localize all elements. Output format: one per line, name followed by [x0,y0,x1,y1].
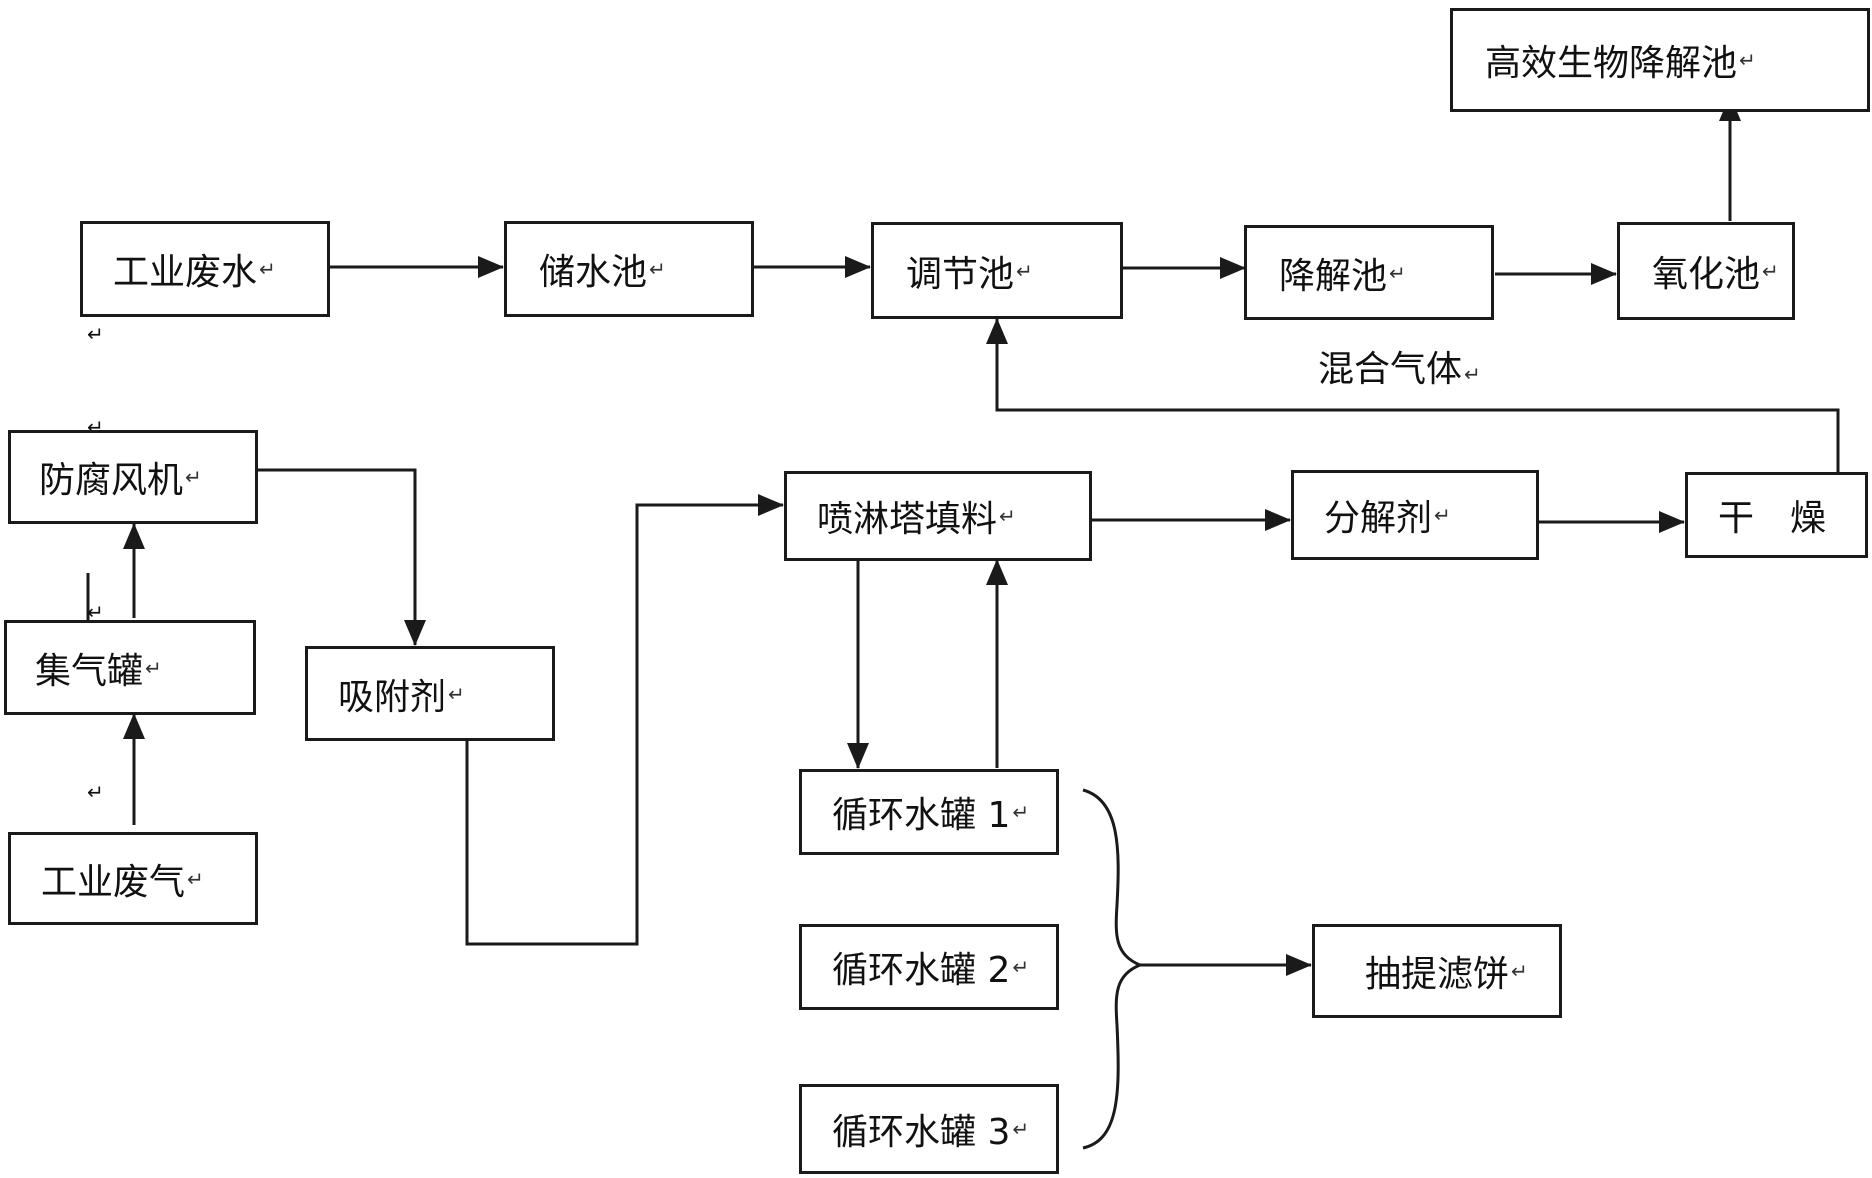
return-mark: ↵ [1434,503,1451,527]
return-mark: ↵ [187,866,204,891]
stray-return-mark: ↵ [87,322,104,346]
return-mark: ↵ [999,504,1016,528]
return-mark: ↵ [448,681,465,706]
node-label: 调节池 [906,253,1015,295]
return-mark: ↵ [1739,48,1756,72]
node-label: 工业废水 [113,252,258,293]
return-mark: ↵ [1012,800,1030,824]
node-anticorrosion-fan: 防腐风机↵ [8,430,258,524]
node-label: 吸附剂 [338,676,447,718]
node-label: 分解剂 [1324,498,1433,539]
node-circulating-tank-1: 循环水罐 1↵ [799,769,1059,855]
return-mark: ↵ [1464,362,1481,386]
return-mark: ↵ [185,465,202,489]
return-mark: ↵ [259,257,276,281]
node-industrial-wastewater: 工业废水↵ [80,221,330,317]
node-label: 喷淋塔填料 [817,499,998,540]
node-decomposer: 分解剂↵ [1291,470,1539,560]
node-label: 循环水罐 2 [832,950,1011,991]
node-label: 防腐风机 [39,460,184,501]
mixed-gas-text: 混合气体 [1318,349,1463,390]
node-high-efficiency-bio-pool: 高效生物降解池↵ [1450,8,1870,112]
node-label: 循环水罐 3 [832,1112,1011,1153]
node-storage-pool: 储水池↵ [504,221,754,317]
arrow-adsorbent-to-spray-tower [465,494,784,946]
tanks-grouping-brace [1082,788,1145,1150]
stray-return-mark: ↵ [87,780,104,804]
node-circulating-tank-2: 循环水罐 2↵ [799,924,1059,1010]
node-label: 氧化池 [1652,254,1761,295]
node-extraction-filter-cake: 抽提滤饼↵ [1312,924,1562,1018]
node-industrial-exhaust: 工业废气↵ [8,832,258,925]
node-circulating-tank-3: 循环水罐 3↵ [799,1084,1059,1174]
node-label: 降解池 [1279,255,1388,297]
return-mark: ↵ [1511,959,1528,983]
node-label: 循环水罐 1 [832,795,1011,836]
stray-return-mark: ↵ [87,600,104,624]
return-mark: ↵ [1012,955,1030,979]
arrow-drying-to-regulating [986,318,1840,472]
return-mark: ↵ [649,257,666,281]
node-spray-tower-packing: 喷淋塔填料↵ [784,471,1092,561]
return-mark: ↵ [1389,260,1406,285]
arrow-fan-to-adsorbent [258,468,426,646]
node-drying: 干 燥 [1685,472,1868,558]
node-adsorbent: 吸附剂↵ [305,646,555,741]
return-mark: ↵ [1012,1117,1030,1141]
return-mark: ↵ [1016,258,1033,283]
node-degradation-pool: 降解池↵ [1244,225,1494,320]
return-mark: ↵ [1762,259,1779,283]
node-label: 集气罐 [35,650,144,692]
node-label: 工业废气 [41,861,186,903]
node-regulating-pool: 调节池↵ [871,222,1123,319]
node-oxidation-pool: 氧化池↵ [1617,222,1795,320]
node-label: 储水池 [539,252,648,293]
label-mixed-gas: 混合气体↵ [1318,340,1481,392]
return-mark: ↵ [145,655,162,680]
node-gas-collection-tank: 集气罐↵ [4,620,256,715]
node-label: 抽提滤饼 [1365,954,1510,995]
node-label: 高效生物降解池 [1485,43,1738,84]
node-label: 干 燥 [1718,498,1827,539]
